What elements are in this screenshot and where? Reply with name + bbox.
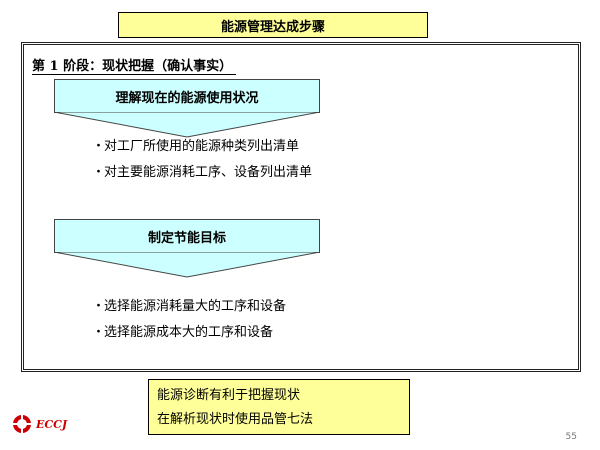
step-callout-2: 制定节能目标 [54,219,320,278]
note-line: 能源诊断有利于把握现状 [157,388,301,403]
step-label-1: 理解现在的能源使用状况 [54,79,320,113]
step-label-2: 制定节能目标 [54,219,320,253]
down-arrow-icon [54,252,320,278]
list-item: ・选择能源消耗量大的工序和设备 [92,299,287,314]
stage-frame: 第 1 阶段：现状把握（确认事实） 理解现在的能源使用状况 ・对工厂所使用的能源… [21,42,581,372]
list-item: ・对主要能源消耗工序、设备列出清单 [92,165,313,180]
stage-heading: 第 1 阶段：现状把握（确认事实） [32,55,237,75]
logo-text: ECCJ [36,417,68,431]
eccj-logo-icon [13,415,31,433]
step-1-bullets: ・对工厂所使用的能源种类列出清单 ・对主要能源消耗工序、设备列出清单 [92,134,312,186]
slide-title: 能源管理达成步骤 [118,12,428,38]
list-item: ・对工厂所使用的能源种类列出清单 [92,139,300,154]
list-item: ・选择能源成本大的工序和设备 [92,325,274,340]
page-number: 55 [565,432,577,442]
step-2-bullets: ・选择能源消耗量大的工序和设备 ・选择能源成本大的工序和设备 [92,294,286,346]
eccj-logo: ECCJ [12,414,67,434]
note-line: 在解析现状时使用品管七法 [157,412,314,427]
down-arrow-icon [54,112,320,138]
step-callout-1: 理解现在的能源使用状况 [54,79,320,138]
note-box: 能源诊断有利于把握现状 在解析现状时使用品管七法 [148,379,410,435]
